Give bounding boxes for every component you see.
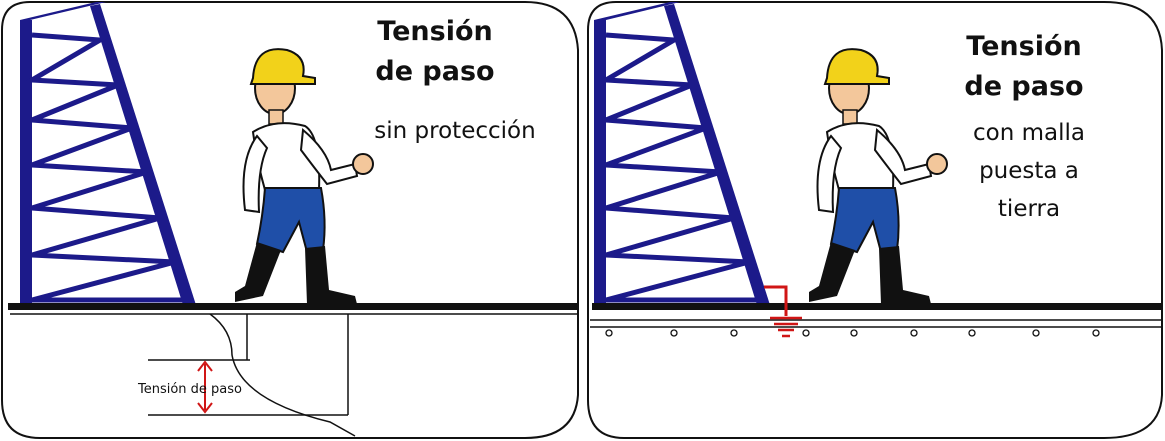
ground-grid [590, 319, 1162, 337]
ground-surface [8, 303, 578, 310]
boot-right [305, 246, 357, 304]
subtitle-line2: puesta a [979, 158, 1079, 184]
subtitle-sin-proteccion: sin protección [374, 118, 535, 144]
potential-curve [209, 313, 356, 437]
transmission-tower-icon [20, 2, 196, 305]
transmission-tower-icon [594, 2, 770, 305]
title-line1: Tensión [377, 16, 492, 47]
worker-pants [255, 187, 326, 254]
title-line2: de paso [375, 56, 494, 87]
ground-surface [592, 303, 1162, 310]
worker-icon [235, 48, 374, 304]
panel-left-drawing: Tensión de paso sin protección Tensión d… [1, 1, 579, 439]
boot-right [879, 246, 931, 304]
helmet-icon [823, 48, 890, 85]
boot-left [235, 242, 281, 302]
panel-con-malla: Tensión de paso con malla puesta a tierr… [584, 0, 1165, 441]
title-line1: Tensión [966, 31, 1081, 62]
subtitle-line1: con malla [973, 120, 1085, 146]
worker-pants [829, 187, 900, 254]
ground-symbol-icon [764, 285, 802, 338]
panel-right-drawing: Tensión de paso con malla puesta a tierr… [587, 0, 1163, 439]
worker-icon [809, 48, 948, 304]
helmet-icon [249, 48, 316, 85]
step-voltage-label: Tensión de paso [137, 382, 242, 397]
step-voltage-arrow-icon [197, 360, 213, 414]
panel-sin-proteccion: Tensión de paso sin protección Tensión d… [0, 0, 580, 441]
title-line2: de paso [964, 71, 1083, 102]
boot-left [809, 242, 855, 302]
subtitle-line3: tierra [998, 196, 1060, 222]
